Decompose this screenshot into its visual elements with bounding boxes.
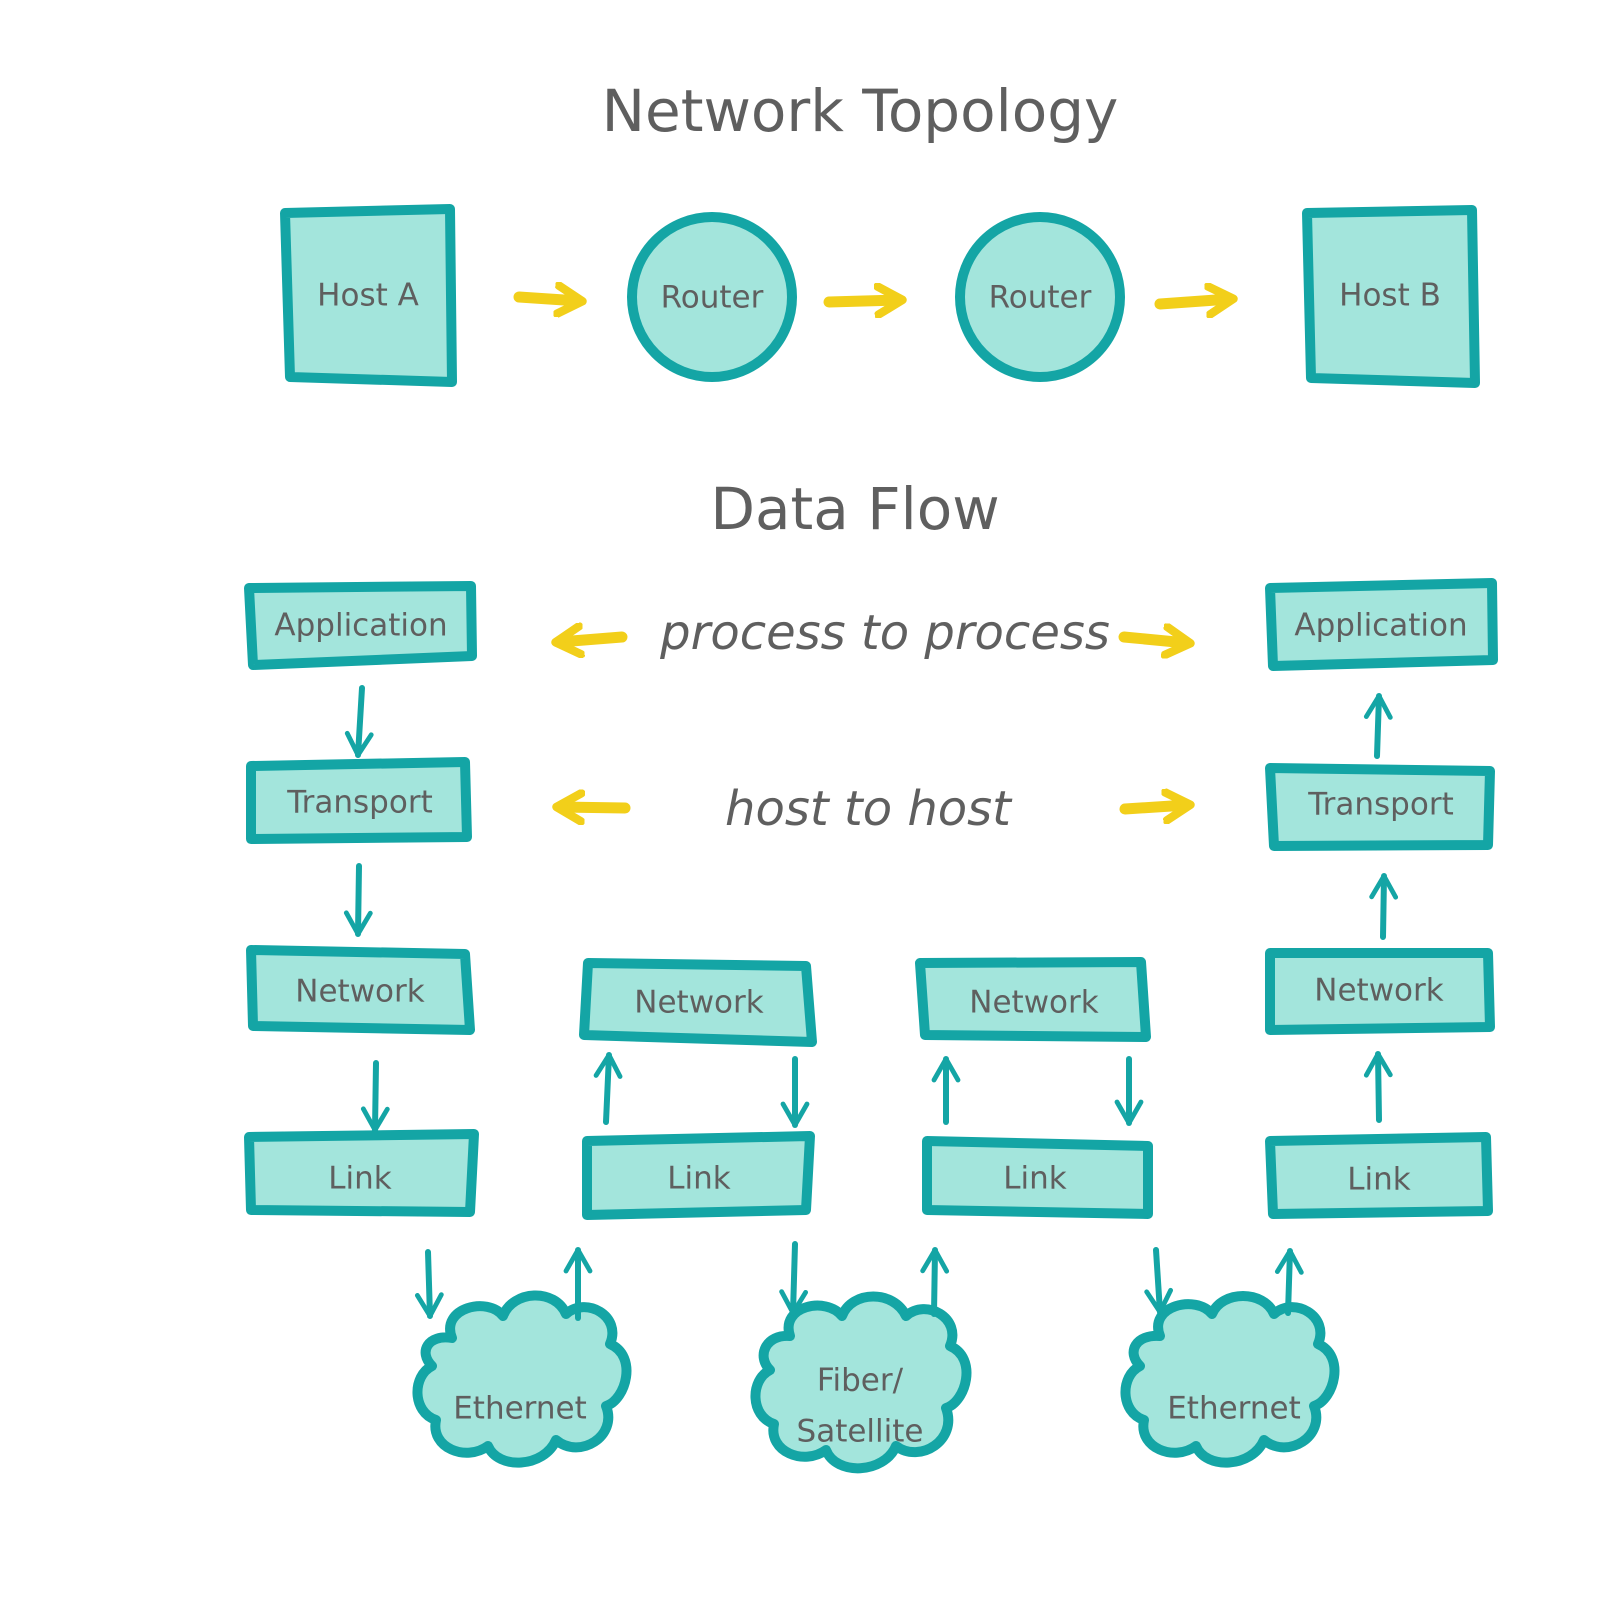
left-transport-label: Transport bbox=[286, 785, 432, 821]
arrow-router1-link-to-network bbox=[593, 1052, 623, 1125]
left-link-label: Link bbox=[328, 1161, 392, 1197]
right-transport-label: Transport bbox=[1307, 787, 1453, 823]
ethernet-right-cloud: Ethernet bbox=[1120, 1291, 1340, 1468]
arrow-router2-link-to-ethernet bbox=[1144, 1247, 1174, 1315]
left-network-box: Network bbox=[246, 945, 475, 1035]
router2-network-label: Network bbox=[969, 985, 1098, 1021]
title-network-topology: Network Topology bbox=[602, 77, 1119, 145]
router2-link-box: Link bbox=[922, 1136, 1153, 1219]
ethernet-right-label: Ethernet bbox=[1167, 1391, 1301, 1427]
fiber-satellite-cloud: Fiber/ Satellite bbox=[750, 1291, 972, 1474]
arrow-fiber-to-router2-link bbox=[920, 1247, 950, 1317]
host-b-node: Host B bbox=[1302, 205, 1480, 388]
arrow-router1-link-to-fiber bbox=[779, 1241, 809, 1316]
right-link-box: Link bbox=[1265, 1132, 1493, 1219]
host-arrow-left bbox=[560, 807, 631, 808]
arrow-left-link-to-ethernet bbox=[414, 1249, 444, 1319]
right-transport-box: Transport bbox=[1265, 763, 1495, 851]
title-data-flow: Data Flow bbox=[710, 475, 999, 543]
host-a-node: Host A bbox=[280, 204, 457, 387]
topology-arrow-2 bbox=[823, 300, 899, 302]
arrow-left-app-to-transport bbox=[344, 685, 374, 758]
router2-network-box: Network bbox=[915, 957, 1151, 1042]
host-a-label: Host A bbox=[317, 278, 419, 314]
router1-node: Router bbox=[627, 212, 797, 382]
topology-arrow-3 bbox=[1154, 299, 1230, 304]
left-application-box: Application bbox=[244, 581, 477, 670]
ethernet-left-label: Ethernet bbox=[453, 1391, 587, 1427]
arrow-left-network-to-link bbox=[360, 1060, 390, 1133]
router1-network-label: Network bbox=[634, 985, 763, 1021]
process-arrow-left bbox=[559, 637, 628, 642]
host-b-label: Host B bbox=[1339, 278, 1441, 314]
router1-link-box: Link bbox=[582, 1131, 815, 1220]
topology-arrow-1 bbox=[513, 297, 579, 301]
arrow-right-link-to-network bbox=[1363, 1051, 1393, 1123]
router2-node: Router bbox=[955, 212, 1125, 382]
left-network-label: Network bbox=[295, 974, 424, 1010]
process-arrow-right bbox=[1118, 637, 1187, 643]
ethernet-left-cloud: Ethernet bbox=[412, 1290, 632, 1468]
arrow-left-transport-to-network bbox=[343, 863, 373, 937]
satellite-label: Satellite bbox=[797, 1414, 924, 1450]
arrow-ethernet-to-right-link bbox=[1274, 1248, 1304, 1316]
right-link-label: Link bbox=[1347, 1162, 1411, 1198]
process-to-process-label: process to process bbox=[659, 605, 1110, 661]
router1-label: Router bbox=[661, 280, 764, 316]
router1-link-label: Link bbox=[667, 1161, 731, 1197]
fiber-label: Fiber/ bbox=[817, 1363, 904, 1399]
left-link-box: Link bbox=[244, 1129, 479, 1217]
left-application-label: Application bbox=[274, 608, 447, 644]
right-network-label: Network bbox=[1314, 973, 1443, 1009]
right-application-box: Application bbox=[1265, 578, 1498, 671]
right-application-label: Application bbox=[1294, 608, 1467, 644]
arrow-right-transport-to-application bbox=[1363, 693, 1393, 759]
router1-network-box: Network bbox=[579, 958, 817, 1047]
left-transport-box: Transport bbox=[246, 757, 472, 844]
router2-link-label: Link bbox=[1003, 1161, 1067, 1197]
arrow-right-network-to-transport bbox=[1369, 873, 1399, 940]
host-to-host-label: host to host bbox=[725, 781, 1013, 837]
host-arrow-right bbox=[1119, 805, 1187, 809]
right-network-box: Network bbox=[1265, 948, 1495, 1035]
router2-label: Router bbox=[989, 280, 1092, 316]
